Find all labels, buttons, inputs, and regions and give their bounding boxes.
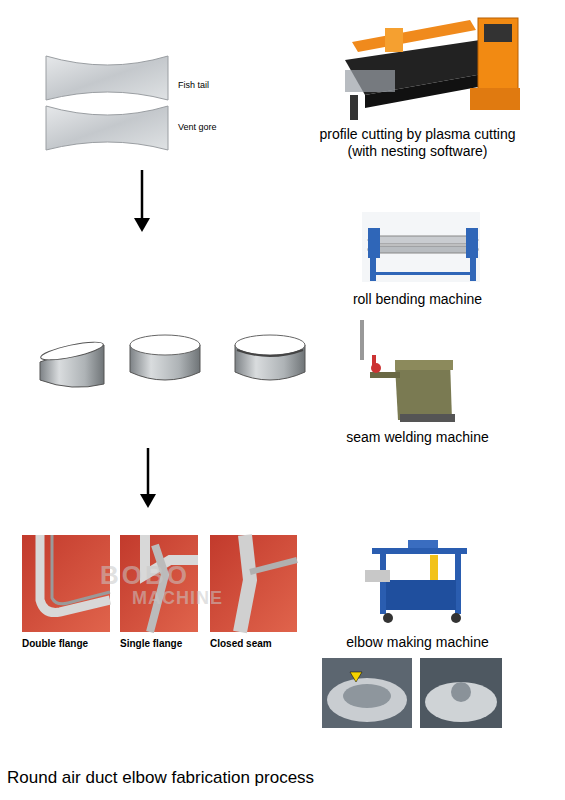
flow-arrow bbox=[140, 448, 156, 508]
part-label: roll bending machine bbox=[320, 291, 515, 308]
flow-arrow bbox=[134, 170, 150, 232]
rolled-rings bbox=[39, 335, 305, 387]
part-label: Closed seam bbox=[210, 638, 305, 650]
part-label: Double flange bbox=[22, 638, 117, 650]
part-label: Fish tail bbox=[178, 80, 258, 91]
seam-welder bbox=[360, 320, 455, 422]
seam-photos bbox=[22, 535, 297, 632]
elbow-machine bbox=[365, 540, 467, 623]
watermark: MACHINE bbox=[132, 588, 282, 610]
caption: Round air duct elbow fabrication process bbox=[7, 768, 557, 788]
part-label: Vent gore bbox=[178, 122, 258, 133]
watermark: BOBO bbox=[100, 560, 240, 591]
gore-pieces bbox=[46, 56, 168, 150]
part-label: seam welding machine bbox=[320, 429, 515, 446]
roll-bender bbox=[362, 212, 480, 282]
part-label: Single flange bbox=[120, 638, 210, 650]
plasma-cutter bbox=[345, 18, 520, 120]
part-label: profile cutting by plasma cutting (with … bbox=[305, 126, 530, 160]
station-photos bbox=[322, 658, 502, 728]
part-label: elbow making machine bbox=[320, 634, 515, 651]
